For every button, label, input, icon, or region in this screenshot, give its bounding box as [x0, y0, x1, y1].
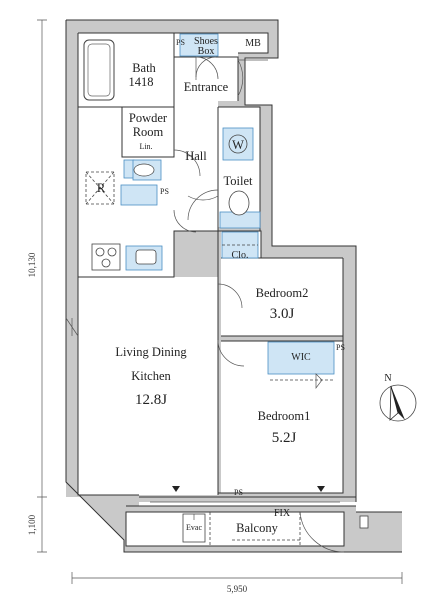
mb-label: MB [245, 38, 261, 49]
shoes-box-line1: Shoes [194, 36, 218, 47]
toilet-label: Toilet [224, 174, 254, 188]
ps-bottom-label: PS [234, 488, 243, 497]
powder-room-line1: Powder [129, 111, 168, 125]
window-marker-right [317, 486, 325, 492]
ps-wic-label: PS [336, 343, 345, 352]
doors [173, 56, 345, 553]
washer-drum [228, 134, 248, 154]
room-fills [78, 33, 344, 546]
bedroom2-size: 3.0J [270, 306, 295, 322]
refrigerator-label: R [97, 181, 106, 195]
ldk-size: 12.8J [135, 392, 167, 408]
height-main-dimension: 10,130 [27, 252, 37, 277]
kitchen-sink [135, 249, 157, 265]
wall-lines [65, 19, 402, 553]
balcony-label: Balcony [236, 521, 278, 535]
toilet-bowl [228, 190, 250, 216]
bedroom1-size: 5.2J [272, 430, 297, 446]
shoes-box-line2: Box [198, 46, 215, 57]
bedroom2-label: Bedroom2 [256, 286, 309, 300]
powder-room-line2: Room [133, 125, 164, 139]
entrance-label: Entrance [184, 80, 229, 94]
ps-kitchen-label: PS [160, 187, 169, 196]
dimension-lines [37, 19, 403, 584]
bathtub [83, 39, 115, 101]
cooktop [91, 243, 121, 271]
fix-label: FIX [274, 508, 291, 519]
height-balcony-dimension: 1,100 [27, 514, 37, 535]
bedroom1-label: Bedroom1 [258, 409, 311, 423]
washer-label: W [232, 138, 244, 152]
evac-label: Evac [186, 523, 202, 532]
bath-label: Bath [132, 61, 156, 75]
north-arrow: N [379, 373, 417, 422]
window-marker-left [172, 486, 180, 492]
ps-top-label: PS [176, 38, 185, 47]
closet-label: Clo. [232, 250, 249, 261]
north-label: N [384, 373, 391, 384]
ldk-label-line1: Living Dining [115, 345, 187, 359]
drain [359, 515, 369, 529]
ldk-label-line2: Kitchen [131, 369, 171, 383]
hall-label: Hall [185, 149, 207, 163]
bath-size: 1418 [129, 75, 154, 89]
linen-label: Lin. [139, 142, 152, 151]
basin [133, 163, 155, 177]
width-dimension: 5,950 [227, 584, 248, 594]
wic-label: WIC [291, 352, 311, 363]
